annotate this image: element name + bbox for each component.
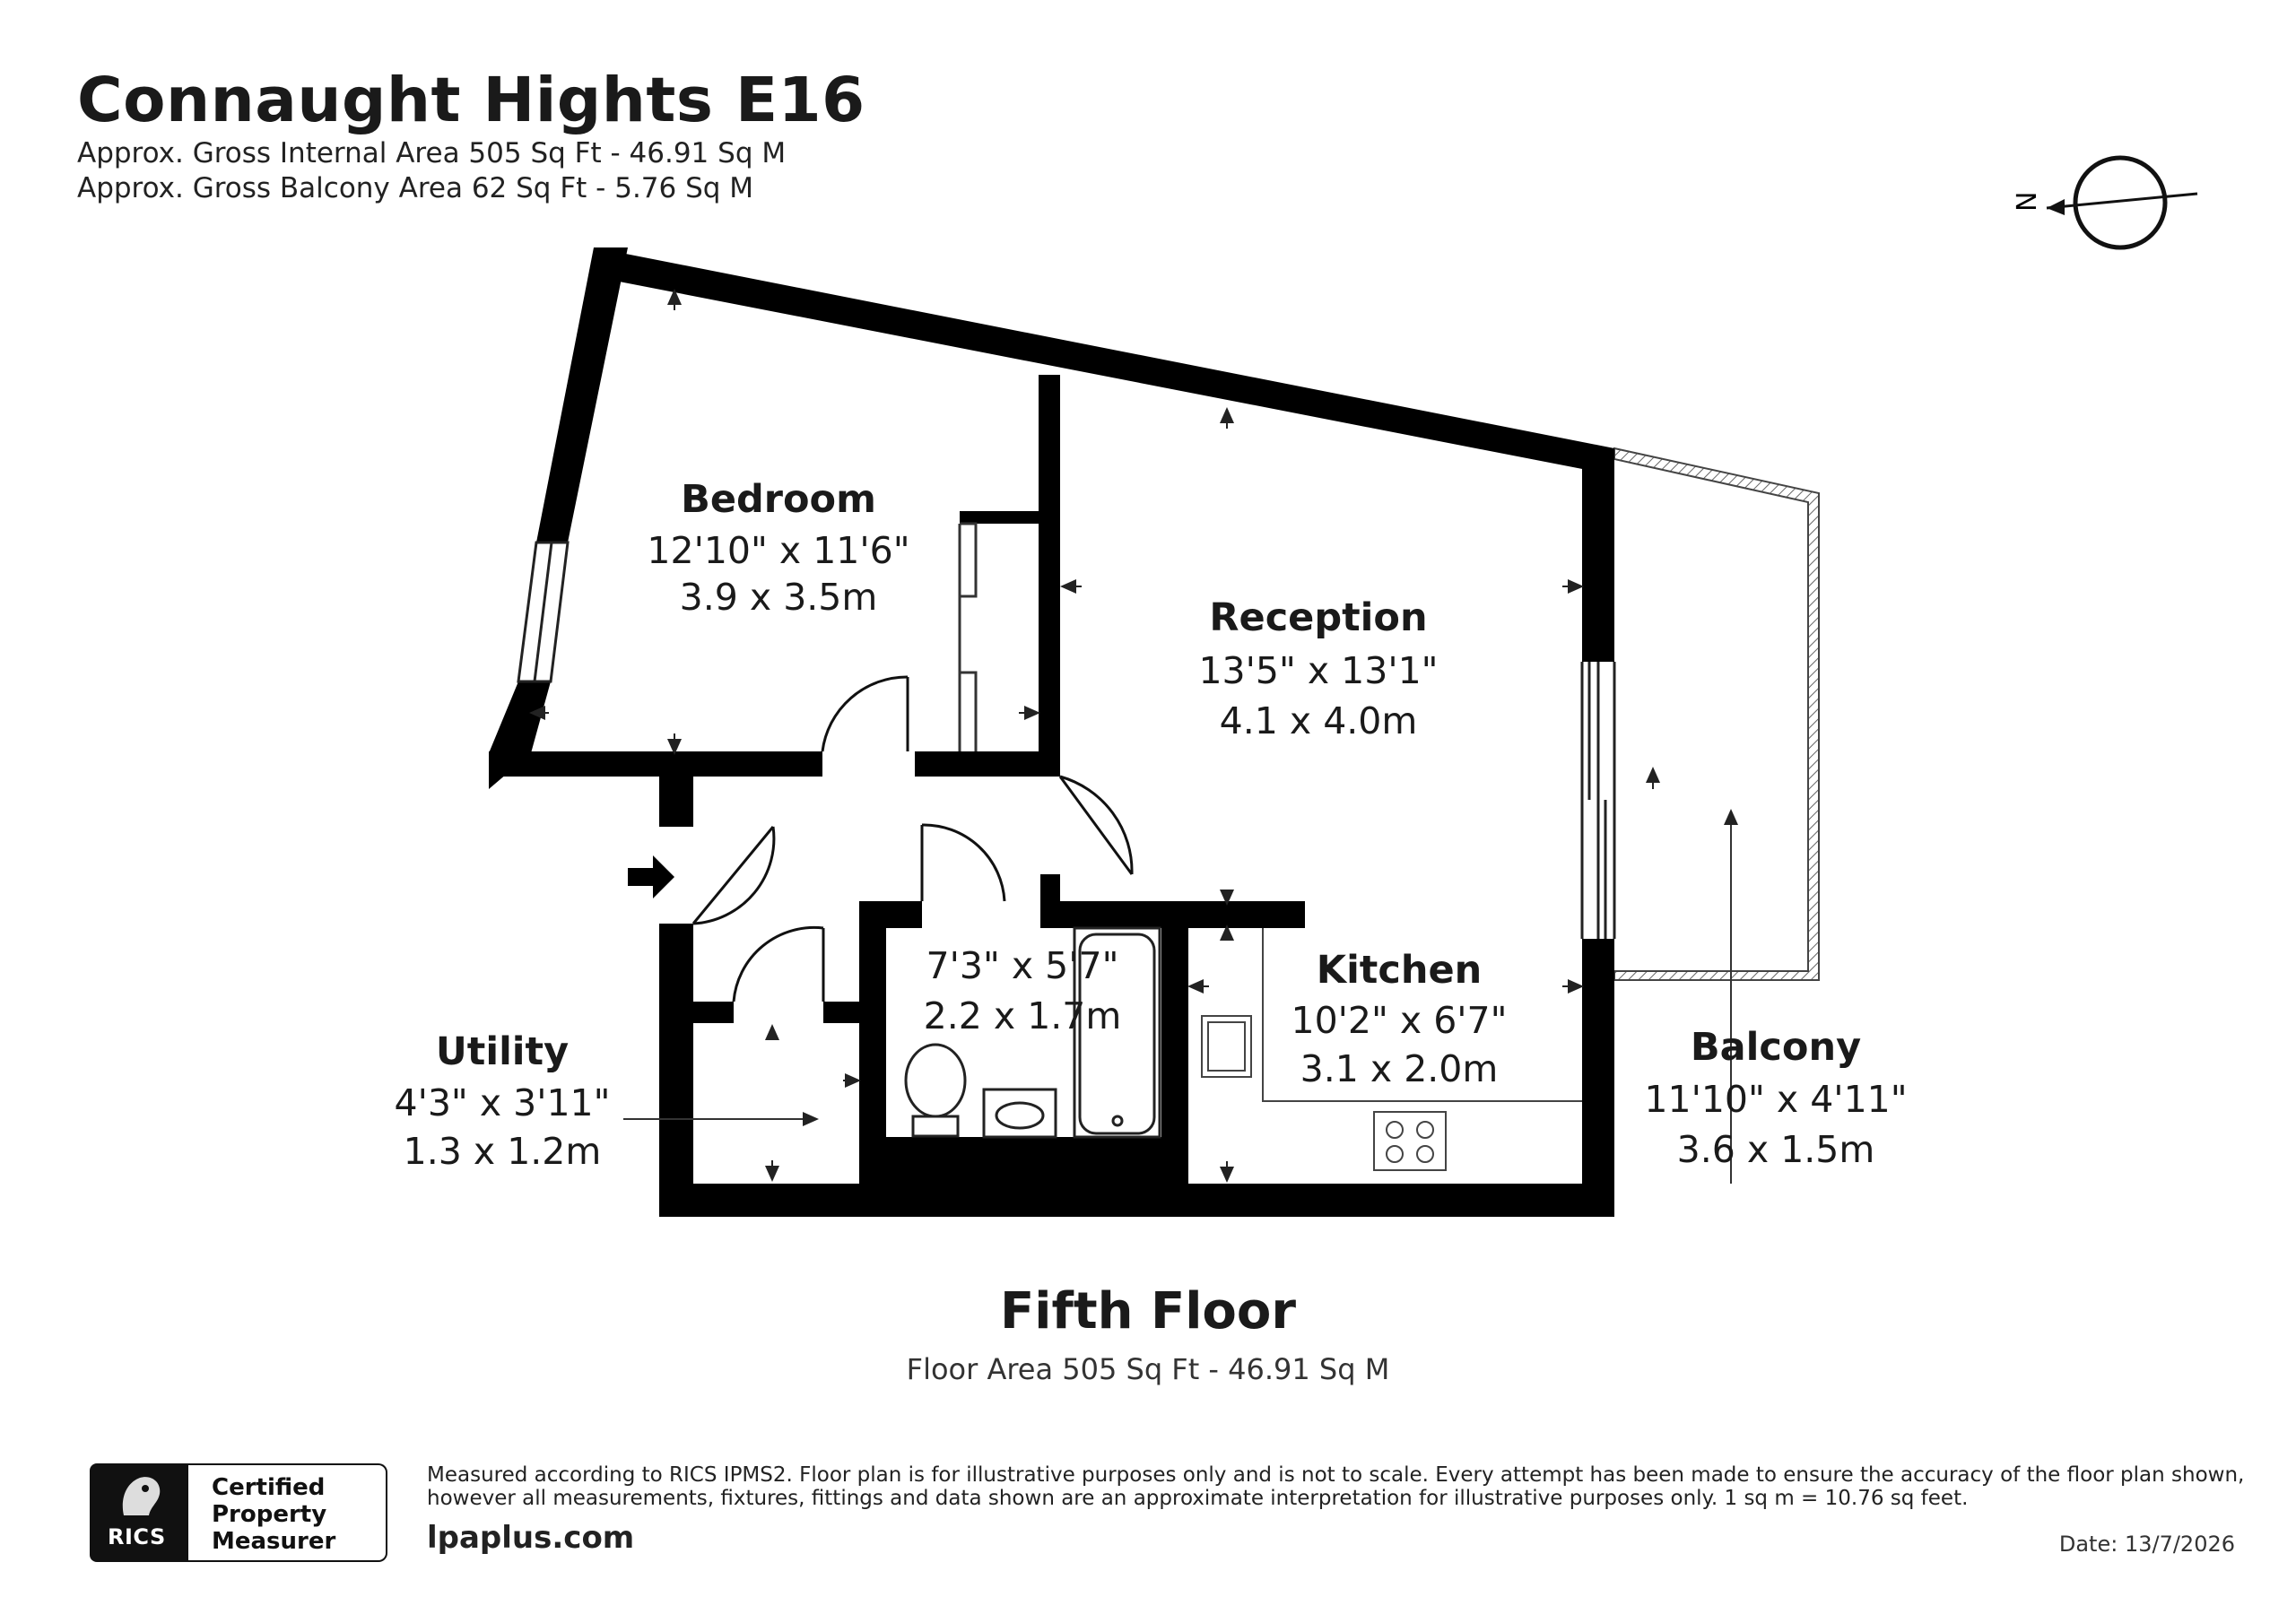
kitchen-metric: 3.1 x 2.0m [1300,1047,1499,1090]
compass-north-label: N [2012,192,2043,212]
bedroom-metric: 3.9 x 3.5m [679,576,878,619]
website-link[interactable]: lpaplus.com [427,1520,635,1556]
floor-area-text: Floor Area 505 Sq Ft - 46.91 Sq M [906,1352,1390,1386]
reception-imperial: 13'5" x 13'1" [1198,649,1439,692]
measurement-arrows [529,289,1660,1183]
kitchen-imperial: 10'2" x 6'7" [1291,999,1508,1042]
plan-date: Date: 13/7/2026 [2058,1532,2235,1557]
utility-metric: 1.3 x 1.2m [403,1130,602,1173]
bedroom-wardrobe [958,522,978,751]
balcony-metric: 3.6 x 1.5m [1676,1128,1875,1171]
utility-name: Utility [435,1029,570,1074]
internal-area-text: Approx. Gross Internal Area 505 Sq Ft - … [77,137,787,169]
kitchen-fittings [1201,928,1582,1171]
badge-line-2: Property [212,1501,327,1528]
door-swings [691,675,1134,1002]
bathroom-metric: 2.2 x 1.7m [923,994,1122,1037]
kitchen-name: Kitchen [1316,948,1483,993]
balcony-name: Balcony [1690,1025,1862,1070]
balcony-outline [1613,447,1820,981]
disclaimer-text: Measured according to RICS IPMS2. Floor … [427,1463,2245,1510]
bathroom-fittings [904,926,1161,1139]
floor-title: Fifth Floor [1000,1282,1296,1341]
entrance-arrow-icon [628,855,674,898]
balcony-area-text: Approx. Gross Balcony Area 62 Sq Ft - 5.… [77,172,754,204]
lion-emblem-icon [122,1477,161,1515]
rics-logo-icon: RICS [90,1463,188,1562]
utility-imperial: 4'3" x 3'11" [394,1081,611,1124]
bedroom-window [517,541,570,683]
certified-property-measurer-label: Certified Property Measurer [188,1463,387,1562]
hob-icon [1373,1111,1447,1171]
toilet-icon [904,1043,967,1118]
rics-logo-text: RICS [108,1524,166,1549]
balcony-imperial: 11'10" x 4'11" [1644,1078,1908,1121]
badge-line-1: Certified [212,1474,326,1501]
bathroom-imperial: 7'3" x 5'7" [926,944,1119,987]
badge-line-3: Measurer [212,1528,336,1555]
bedroom-imperial: 12'10" x 11'6" [647,529,910,572]
balcony-sliding-door [1580,662,1616,939]
kitchen-sink-icon [1201,1015,1252,1078]
reception-name: Reception [1209,595,1428,640]
rics-certified-badge: RICS Certified Property Measurer [90,1463,389,1562]
bedroom-name: Bedroom [681,477,876,522]
plan-title: Connaught Hights E16 [77,65,865,136]
reception-metric: 4.1 x 4.0m [1219,699,1418,742]
compass-icon: N [2012,155,2198,250]
